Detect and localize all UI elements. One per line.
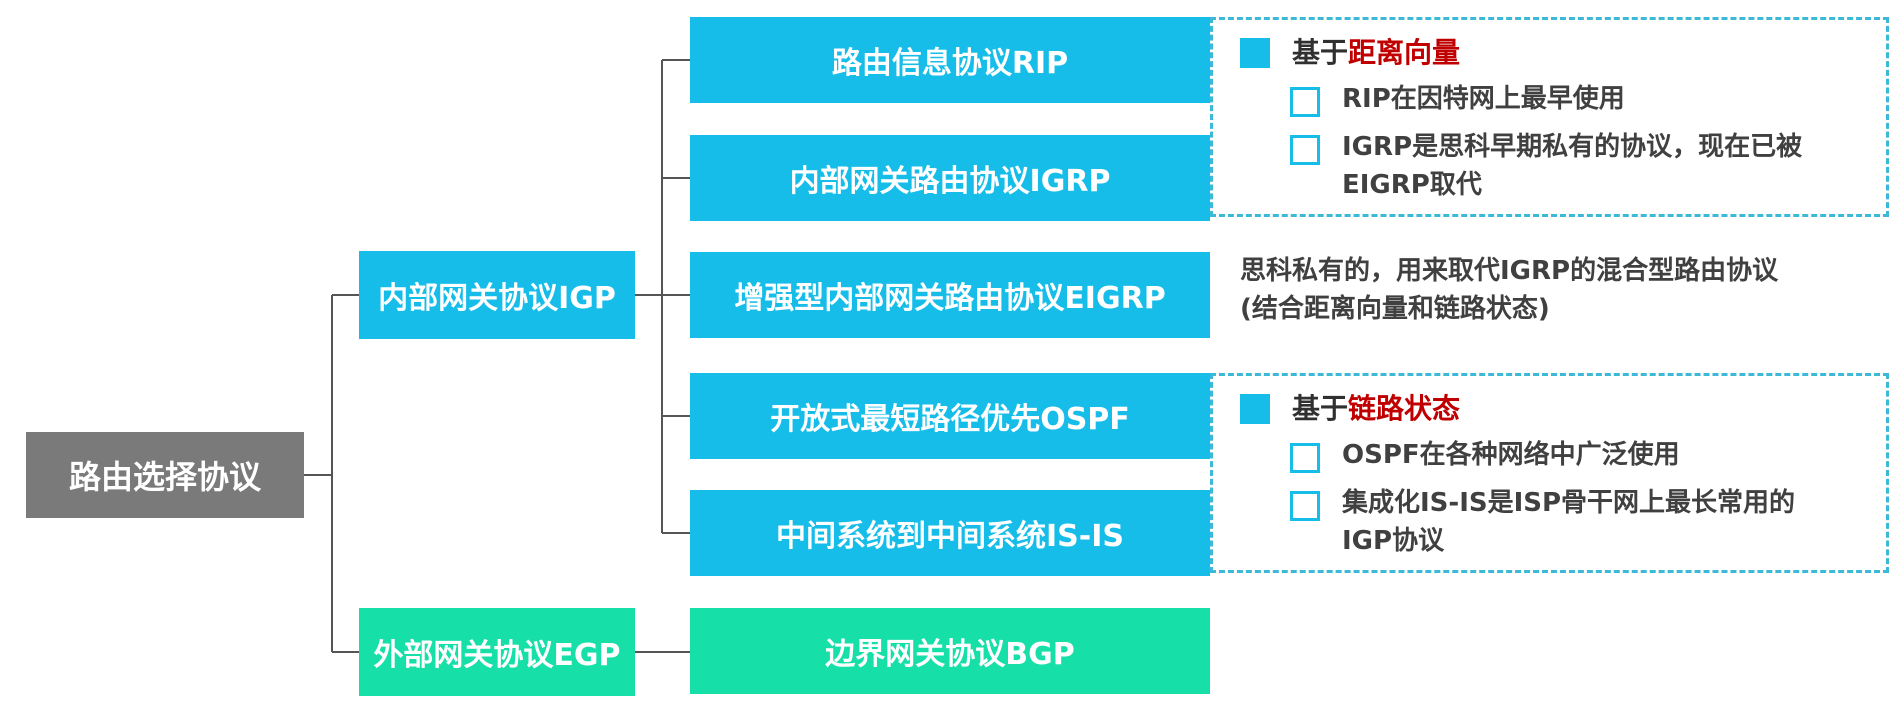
eigrp-note: 思科私有的，用来取代IGRP的混合型路由协议 (结合距离向量和链路状态) — [1240, 252, 1880, 328]
empty-square-bullet-icon — [1290, 443, 1320, 473]
distance-vector-highlight: 距离向量 — [1348, 36, 1461, 69]
empty-square-bullet-icon — [1290, 87, 1320, 117]
distance-vector-item-text: RIP在因特网上最早使用 — [1342, 84, 1625, 114]
eigrp-note-line: 思科私有的，用来取代IGRP的混合型路由协议 — [1240, 256, 1779, 286]
link-state-heading: 基于链路状态 — [1240, 390, 1880, 428]
igp-node: 内部网关协议IGP — [359, 251, 635, 339]
link-state-item-text: IGP协议 — [1342, 526, 1445, 556]
igrp-node: 内部网关路由协议IGRP — [690, 135, 1210, 221]
distance-vector-note: 基于距离向量 RIP在因特网上最早使用 IGRP是思科早期私有的协议，现在已被 … — [1240, 34, 1880, 204]
empty-square-bullet-icon — [1290, 491, 1320, 521]
root-node: 路由选择协议 — [26, 432, 304, 518]
eigrp-note-line: (结合距离向量和链路状态) — [1240, 294, 1550, 324]
link-state-note: 基于链路状态 OSPF在各种网络中广泛使用 集成化IS-IS是ISP骨干网上最长… — [1240, 390, 1880, 560]
link-state-item-text: 集成化IS-IS是ISP骨干网上最长常用的 — [1342, 488, 1796, 518]
distance-vector-item-igrp: IGRP是思科早期私有的协议，现在已被 EIGRP取代 — [1290, 128, 1880, 204]
egp-node: 外部网关协议EGP — [359, 608, 635, 696]
link-state-note-box — [1210, 373, 1889, 573]
link-state-item-text: OSPF在各种网络中广泛使用 — [1342, 440, 1680, 470]
eigrp-node: 增强型内部网关路由协议EIGRP — [690, 252, 1210, 338]
link-state-item-ospf: OSPF在各种网络中广泛使用 — [1290, 436, 1880, 474]
distance-vector-prefix: 基于 — [1292, 36, 1349, 69]
ospf-node: 开放式最短路径优先OSPF — [690, 373, 1210, 459]
link-state-highlight: 链路状态 — [1348, 392, 1461, 425]
filled-square-bullet-icon — [1240, 38, 1270, 68]
link-state-item-isis: 集成化IS-IS是ISP骨干网上最长常用的 IGP协议 — [1290, 484, 1880, 560]
distance-vector-heading: 基于距离向量 — [1240, 34, 1880, 72]
rip-node: 路由信息协议RIP — [690, 17, 1210, 103]
filled-square-bullet-icon — [1240, 394, 1270, 424]
link-state-prefix: 基于 — [1292, 392, 1349, 425]
distance-vector-item-rip: RIP在因特网上最早使用 — [1290, 80, 1880, 118]
distance-vector-item-text: IGRP是思科早期私有的协议，现在已被 — [1342, 132, 1803, 162]
bgp-node: 边界网关协议BGP — [690, 608, 1210, 694]
distance-vector-note-box — [1210, 17, 1889, 217]
empty-square-bullet-icon — [1290, 135, 1320, 165]
distance-vector-item-text: EIGRP取代 — [1342, 170, 1482, 200]
isis-node: 中间系统到中间系统IS-IS — [690, 490, 1210, 576]
